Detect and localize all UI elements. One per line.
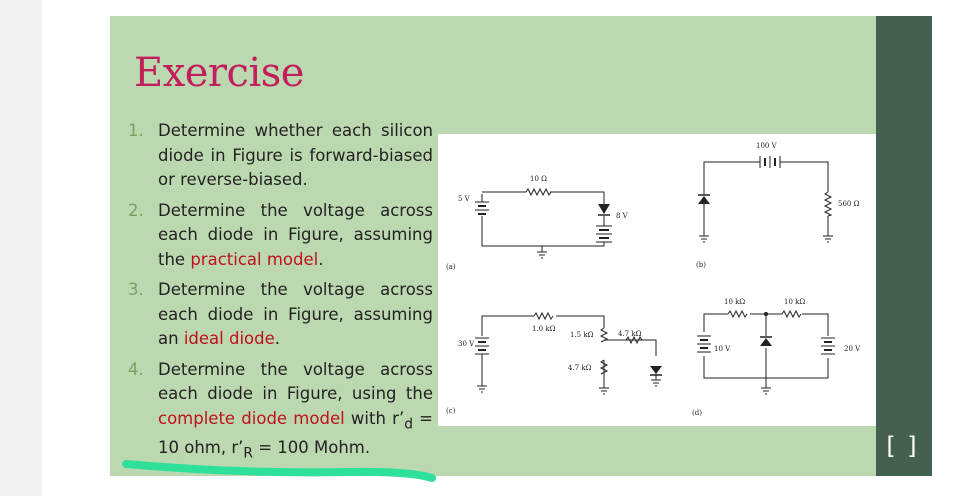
label-c-src: 30 V xyxy=(458,340,475,348)
exercise-text: = 10 ohm, r’ xyxy=(158,408,433,458)
label-d-r1: 10 kΩ xyxy=(724,298,745,306)
tag-c: (c) xyxy=(446,407,456,415)
highlight-text: practical model xyxy=(190,249,319,269)
bracket-selection-icon[interactable]: [] xyxy=(883,432,928,460)
exercise-text: Determine the voltage across each diode … xyxy=(158,280,433,348)
exercise-text: . xyxy=(318,249,324,269)
battery-d1 xyxy=(697,335,711,353)
exercise-text: with r’ xyxy=(344,408,405,428)
label-c-r4: 4.7 kΩ xyxy=(568,364,592,372)
label-b-src: 100 V xyxy=(756,142,778,150)
diode-a xyxy=(598,204,610,214)
exercise-number: 1. xyxy=(128,121,144,140)
tag-a: (a) xyxy=(446,263,456,271)
left-gutter xyxy=(0,0,42,496)
highlight-text: complete diode model xyxy=(158,408,345,428)
exercise-text: Determine the voltage across each diode … xyxy=(158,200,433,269)
battery-d2 xyxy=(821,337,835,355)
exercise-item: 3. Determine the voltage across each diod… xyxy=(128,278,433,352)
exercise-text: Determine whether each silicon diode in … xyxy=(158,121,433,189)
circuit-d: 10 V 20 V 10 kΩ 10 kΩ (d) xyxy=(692,298,861,417)
battery-b xyxy=(759,156,781,168)
battery-a xyxy=(475,201,489,215)
exercise-list: 1. Determine whether each silicon diode i… xyxy=(128,119,433,472)
exercise-number: 4. xyxy=(128,359,144,379)
highlight-text: ideal diode xyxy=(183,329,275,348)
exercise-item: 4. Determine the voltage across each diod… xyxy=(128,358,433,467)
circuit-c: 30 V 1.0 kΩ 1.5 kΩ 4.7 kΩ 4.7 kΩ (c) xyxy=(446,311,662,415)
label-d-r2: 10 kΩ xyxy=(784,298,805,306)
battery-a2 xyxy=(596,225,612,243)
diode-c xyxy=(650,366,662,374)
exercise-item: 2. Determine the voltage across each diod… xyxy=(128,199,433,273)
diode-b xyxy=(698,196,710,204)
tag-d: (d) xyxy=(692,409,702,417)
label-c-r1: 1.0 kΩ xyxy=(532,325,556,333)
slide-sidebar xyxy=(876,16,932,476)
exercise-number: 3. xyxy=(128,280,144,299)
battery-c xyxy=(475,337,489,355)
circuit-a: 5 V 10 Ω 8 V (a) xyxy=(446,175,629,271)
label-c-r2: 1.5 kΩ xyxy=(570,331,594,339)
label-a-bat: 8 V xyxy=(616,212,629,220)
exercise-item: 1. Determine whether each silicon diode i… xyxy=(128,119,433,193)
exercise-text: = 100 Mohm. xyxy=(252,438,371,458)
label-b-res: 560 Ω xyxy=(838,200,860,208)
label-d-src1: 10 V xyxy=(714,345,731,353)
label-d-src2: 20 V xyxy=(844,345,861,353)
exercise-text: Determine the voltage across each diode … xyxy=(158,359,433,404)
circuit-diagram: 5 V 10 Ω 8 V (a) 100 V 560 Ω (b) xyxy=(446,142,861,417)
tag-b: (b) xyxy=(696,261,706,269)
label-c-r3: 4.7 kΩ xyxy=(618,330,642,338)
label-a-res: 10 Ω xyxy=(530,175,547,183)
circuit-b: 100 V 560 Ω (b) xyxy=(696,142,860,269)
circuit-figure: 5 V 10 Ω 8 V (a) 100 V 560 Ω (b) xyxy=(438,134,876,426)
exercise-text: d xyxy=(404,415,413,432)
exercise-text: R xyxy=(243,445,253,462)
label-a-src: 5 V xyxy=(458,195,471,203)
slide-title: Exercise xyxy=(134,50,304,96)
exercise-text: . xyxy=(274,329,281,348)
highlight-underline xyxy=(122,460,436,482)
diode-d xyxy=(760,338,772,346)
exercise-number: 2. xyxy=(128,200,144,220)
